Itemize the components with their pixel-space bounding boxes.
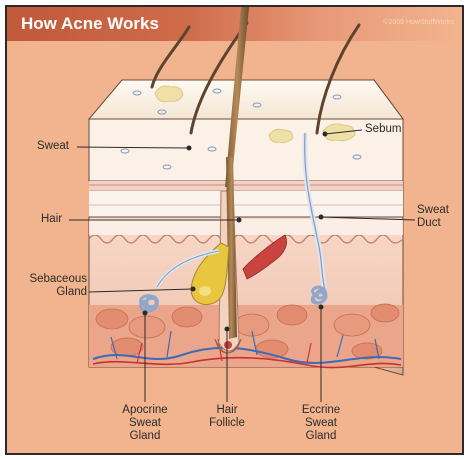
- label-sebaceous-line1: Sebaceous: [17, 273, 87, 286]
- label-eccrine-line1: Eccrine: [285, 404, 357, 417]
- skin-cross-section-illustration: [7, 7, 464, 455]
- label-eccrine-line3: Gland: [285, 430, 357, 443]
- label-sebum: Sebum: [365, 123, 401, 136]
- label-sebaceous-line2: Gland: [17, 286, 87, 299]
- label-apocrine-line3: Gland: [107, 430, 183, 443]
- skin-surface: [89, 80, 403, 119]
- label-sweat-duct: Sweat Duct: [417, 204, 449, 230]
- label-hair-follicle-line1: Hair: [191, 404, 263, 417]
- label-sweat-duct-line2: Duct: [417, 217, 449, 230]
- label-sweat: Sweat: [37, 140, 69, 153]
- label-eccrine-line2: Sweat: [285, 417, 357, 430]
- diagram-frame: How Acne Works ©2009 HowStuffWorks: [5, 5, 464, 455]
- label-sebaceous-gland: Sebaceous Gland: [17, 273, 87, 299]
- label-apocrine-line1: Apocrine: [107, 404, 183, 417]
- label-hair-follicle: Hair Follicle: [191, 404, 263, 430]
- label-apocrine-line2: Sweat: [107, 417, 183, 430]
- epidermis-layer: [89, 119, 403, 217]
- label-sweat-duct-line1: Sweat: [417, 204, 449, 217]
- label-eccrine-sweat-gland: Eccrine Sweat Gland: [285, 404, 357, 443]
- label-hair: Hair: [41, 213, 62, 226]
- label-hair-follicle-line2: Follicle: [191, 417, 263, 430]
- label-apocrine-sweat-gland: Apocrine Sweat Gland: [107, 404, 183, 443]
